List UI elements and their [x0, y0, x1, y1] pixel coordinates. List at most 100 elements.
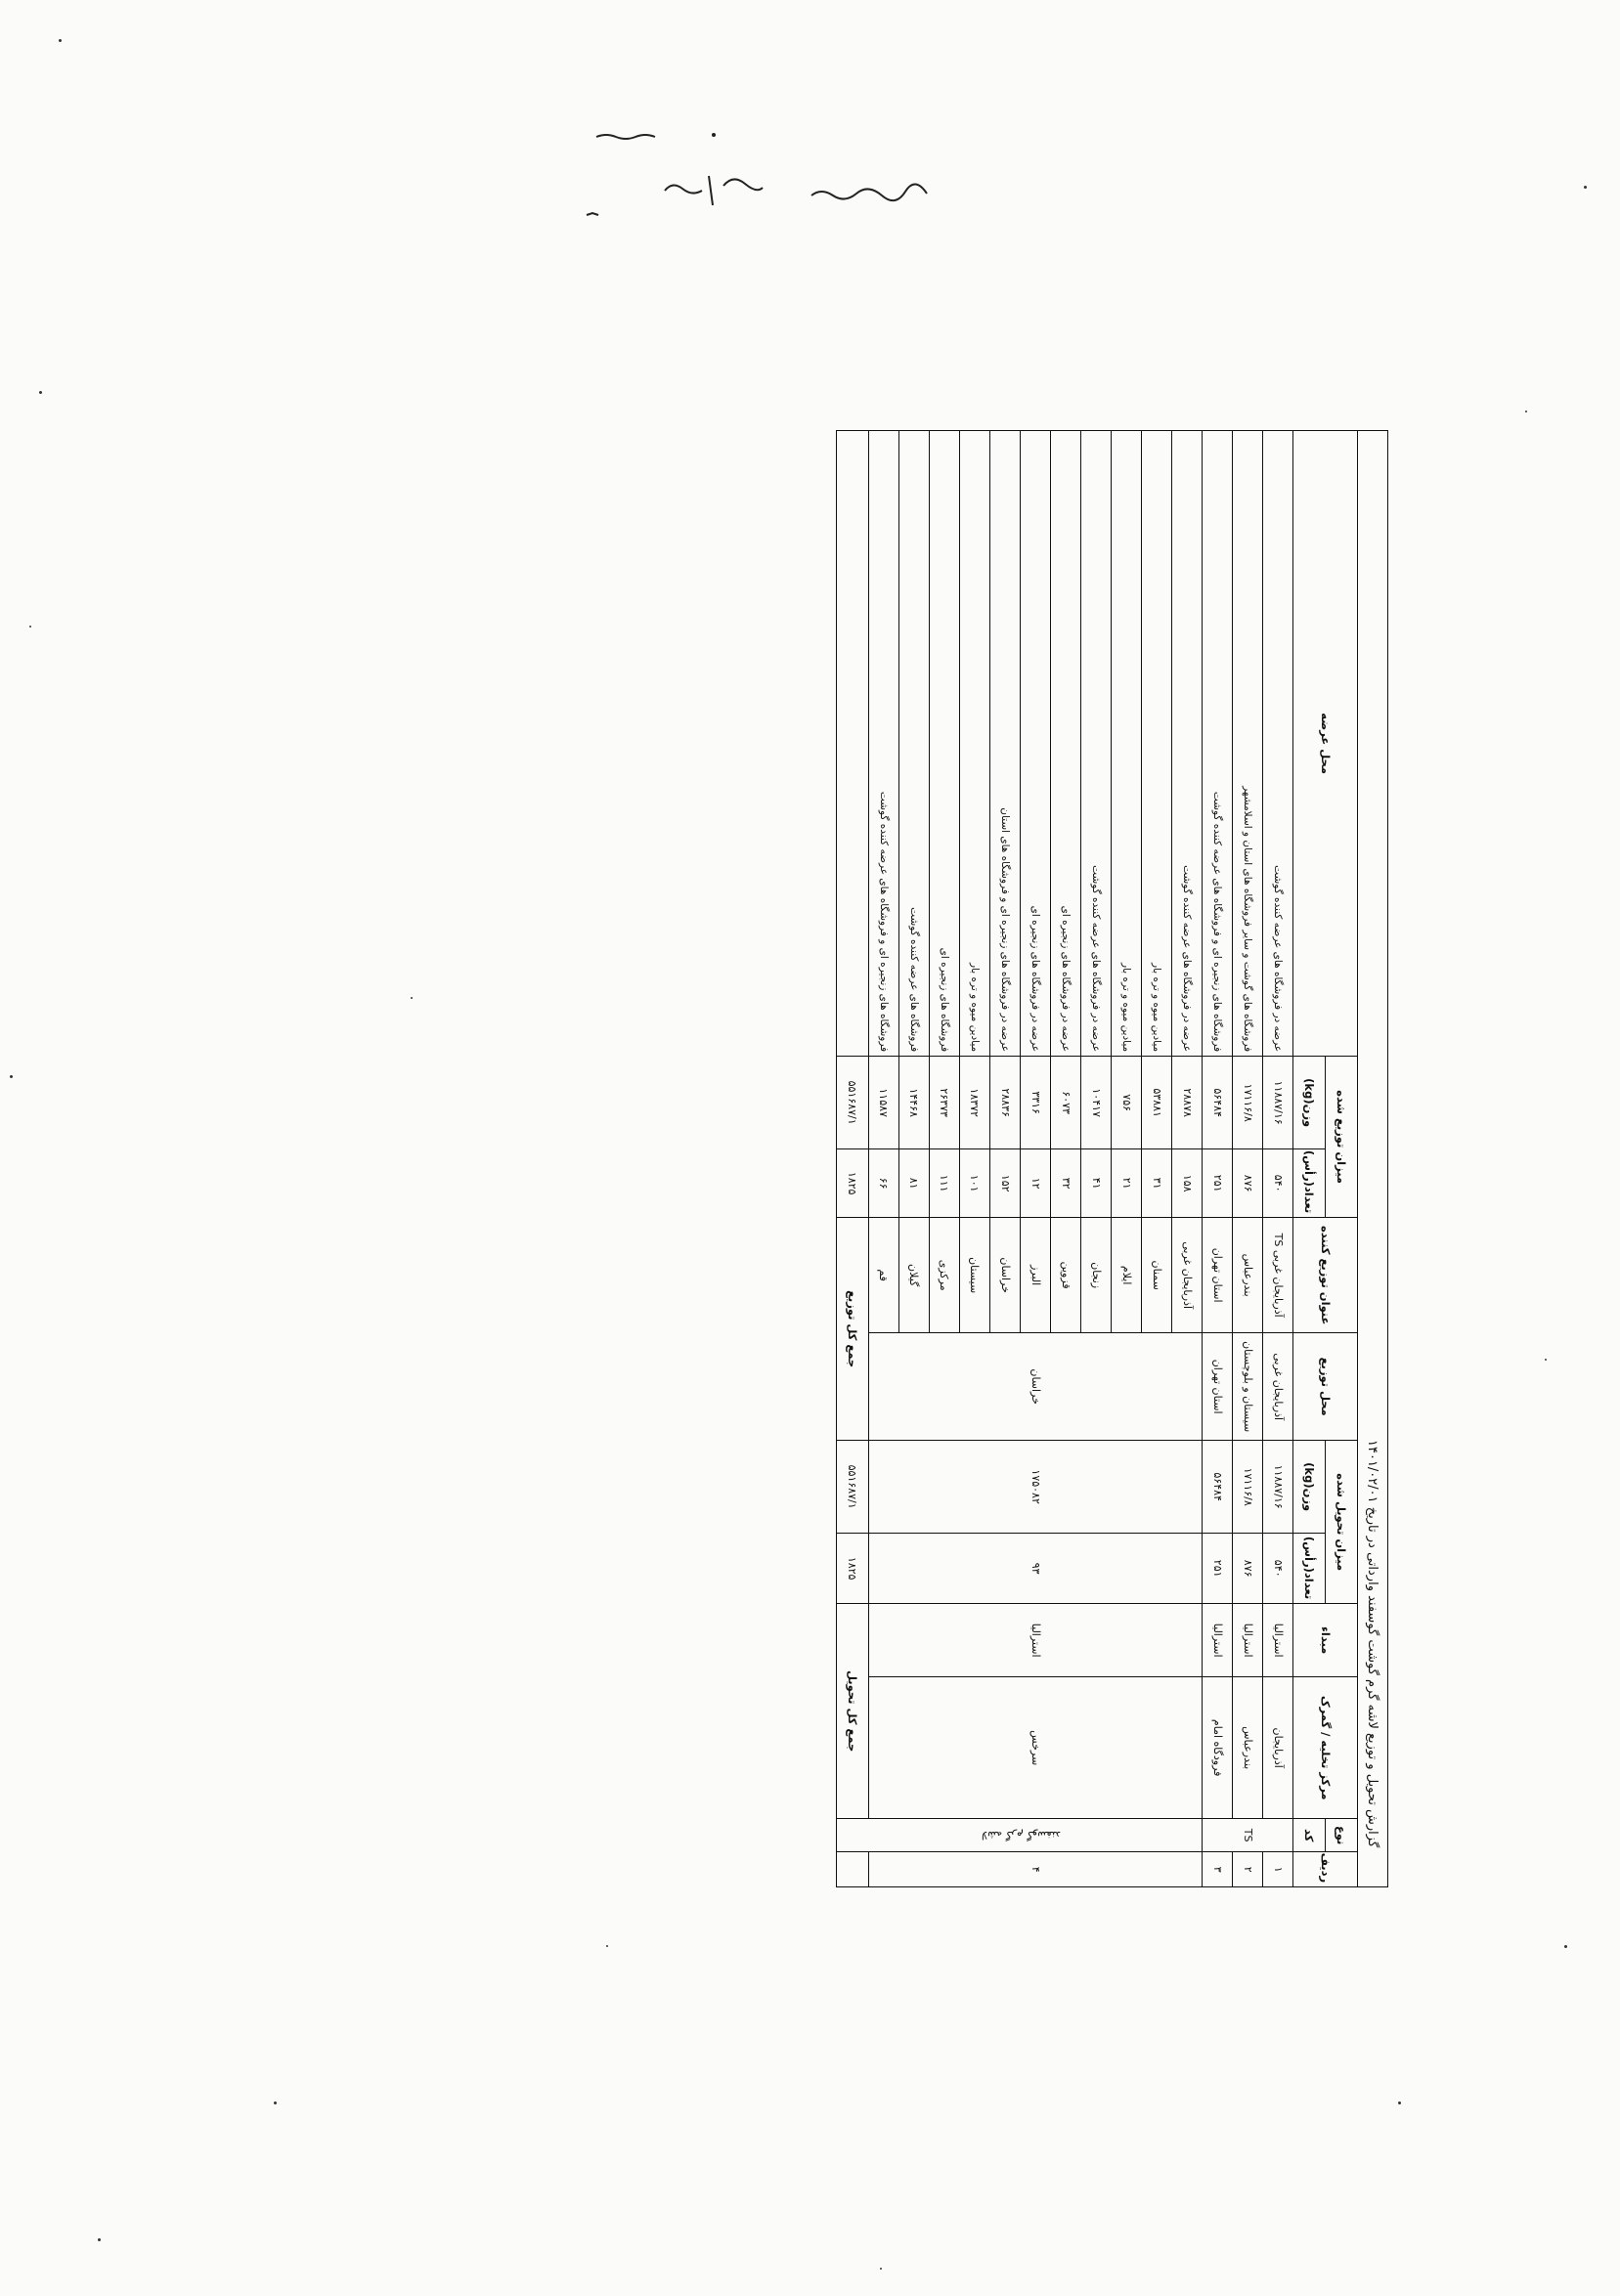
- scan-speck: [29, 626, 31, 628]
- distributed-weight: ۱۱۵۸۷: [868, 1056, 899, 1149]
- header-row-1: ردیف نوع مرکز تخلیه / گمرک مبداء میزان ت…: [1292, 430, 1358, 1887]
- distributed-weight: ۱۸۳۷۲: [959, 1056, 990, 1149]
- origin-customs: سرخس: [868, 1676, 1203, 1819]
- distributed-count: ۸۷۶: [1232, 1148, 1263, 1218]
- distributed-count: ۵۴۰: [1262, 1148, 1293, 1218]
- distributor: آذربایجان غربی TS: [1262, 1217, 1293, 1333]
- distributed-count: ۸۱: [898, 1148, 930, 1218]
- distributor: قزوین: [1050, 1217, 1081, 1333]
- destination: فروشگاه های زنجیره ای و فروشگاه های عرضه…: [868, 430, 899, 1057]
- destination: میادین میوه و تره بار: [1111, 430, 1142, 1057]
- received-weight: ۱۷۵۰۸۲: [868, 1440, 1203, 1534]
- handwritten-signature: [586, 133, 928, 216]
- distributed-count: ۲۵۱: [1202, 1148, 1233, 1218]
- scan-speck: [880, 2268, 882, 2270]
- group-label-text: لاشه گرم گوسفند: [981, 1829, 1061, 1842]
- distributed-count: ۴۱: [1080, 1148, 1112, 1218]
- destination: عرضه در فروشگاه های عرضه کننده گوشت: [1080, 430, 1112, 1057]
- row-number: ۴: [868, 1851, 1203, 1887]
- distributor: البرز: [1020, 1217, 1051, 1333]
- distribution-point: استان تهران: [1202, 1332, 1233, 1441]
- report-table-wrapper: گزارش تحویل و توزیع لاشه گرم گوشت گوسفند…: [836, 430, 1388, 1887]
- received-weight: ۱۱۸۸۷/۱۶: [1262, 1440, 1293, 1534]
- received-weight: ۵۶۴۸۴: [1202, 1440, 1233, 1534]
- destination: عرضه در فروشگاه های زنجیره ای: [1020, 430, 1051, 1057]
- scan-speck: [1545, 1359, 1547, 1361]
- received-count: ۵۴۰: [1262, 1533, 1293, 1604]
- distributor: استان تهران: [1202, 1217, 1233, 1333]
- header-distributed-qty: میزان توزیع شده: [1325, 1056, 1358, 1218]
- destination: فروشگاه های زنجیره ای و فروشگاه های عرضه…: [1202, 430, 1233, 1057]
- destination: میادین میوه و تره بار: [1141, 430, 1172, 1057]
- type-code: TS: [1202, 1818, 1293, 1852]
- distributed-weight: ۳۳۱۶: [1020, 1056, 1051, 1149]
- header-source: مبداء: [1292, 1603, 1358, 1677]
- total-distributed-label: جمع کل توزیع: [836, 1217, 869, 1441]
- source: استرالیا: [1262, 1603, 1293, 1677]
- distributor: قم: [868, 1217, 899, 1333]
- distributed-weight: ۷۵۶: [1111, 1056, 1142, 1149]
- distributor: بندرعباس: [1232, 1217, 1263, 1333]
- distributor: سیستان: [959, 1217, 990, 1333]
- received-count: ۹۳: [868, 1533, 1203, 1604]
- scan-speck: [39, 391, 42, 394]
- row-number: ۱: [1262, 1851, 1293, 1887]
- distributed-count: ۱۵۲: [989, 1148, 1021, 1218]
- distributor: گیلان: [898, 1217, 930, 1333]
- header-destination: محل عرضه: [1292, 430, 1358, 1057]
- distributed-count: ۱۵۸: [1171, 1148, 1203, 1218]
- header-distributed-weight: وزن(kg): [1292, 1056, 1326, 1149]
- scan-speck: [98, 2238, 101, 2241]
- rotated-table-frame: گزارش تحویل و توزیع لاشه گرم گوشت گوسفند…: [836, 430, 1388, 1887]
- destination: عرضه در فروشگاه های زنجیره ای: [1050, 430, 1081, 1057]
- distributed-weight: ۲۸۸۷۸: [1171, 1056, 1203, 1149]
- origin-customs: فرودگاه امام: [1202, 1676, 1233, 1819]
- header-code: کد: [1292, 1818, 1326, 1852]
- distributor: ایلام: [1111, 1217, 1142, 1333]
- distributed-weight: ۲۸۸۳۶: [989, 1056, 1021, 1149]
- header-origin-customs: مرکز تخلیه / گمرک: [1292, 1676, 1358, 1819]
- header-distributed-count: تعداد(رأس): [1292, 1148, 1326, 1218]
- scan-speck: [1525, 411, 1527, 412]
- distribution-point: خراسان: [868, 1332, 1203, 1441]
- distributed-weight: ۵۶۴۸۴: [1202, 1056, 1233, 1149]
- distribution-point: سیستان و بلوچستان: [1232, 1332, 1263, 1441]
- distributed-weight: ۱۱۸۸۷/۱۶: [1262, 1056, 1293, 1149]
- header-type: نوع: [1325, 1818, 1358, 1852]
- scan-speck: [1584, 186, 1587, 189]
- header-received-count: تعداد(رأس): [1292, 1533, 1326, 1604]
- destination: عرضه در فروشگاه های عرضه کننده گوشت: [1262, 430, 1293, 1057]
- distributed-count: ۲۱: [1111, 1148, 1142, 1218]
- distribution-point: آذربایجان غربی: [1262, 1332, 1293, 1441]
- distributor: مرکزی: [929, 1217, 960, 1333]
- distributor: سمنان: [1141, 1217, 1172, 1333]
- total-received-weight: ۵۵۱۶۸۷/۱: [836, 1440, 869, 1534]
- distributed-weight: ۵۳۸۸۱: [1141, 1056, 1172, 1149]
- distributed-count: ۳۱: [1141, 1148, 1172, 1218]
- total-received-count: ۱۸۲۵: [836, 1533, 869, 1604]
- destination: فروشگاه های عرضه کننده گوشت: [898, 430, 930, 1057]
- received-count: ۸۷۶: [1232, 1533, 1263, 1604]
- totals-row-number-blank: [836, 1851, 869, 1887]
- header-received-qty: میزان تحویل شده: [1325, 1440, 1358, 1604]
- total-received-label: جمع کل تحویل: [836, 1603, 869, 1819]
- table-row: ۱ TS آذربایجان استرالیا ۵۴۰ ۱۱۸۸۷/۱۶ آذر…: [1202, 430, 1293, 1887]
- header-received-weight: وزن(kg): [1292, 1440, 1326, 1534]
- total-distributed-weight: ۵۵۱۶۸۷/۱: [836, 1056, 869, 1149]
- scan-speck: [10, 1075, 13, 1078]
- scan-speck: [59, 39, 62, 42]
- distributed-weight: ۱۰۴۱۷: [1080, 1056, 1112, 1149]
- scan-speck: [274, 2101, 277, 2104]
- distributed-weight: ۱۷۱۱۶/۸: [1232, 1056, 1263, 1149]
- row-number: ۲: [1232, 1851, 1263, 1887]
- total-destination-blank: [836, 430, 869, 1057]
- distributed-weight: ۲۶۳۷۳: [929, 1056, 960, 1149]
- total-distributed-count: ۱۸۲۵: [836, 1148, 869, 1218]
- scan-speck: [1564, 1945, 1567, 1948]
- destination: عرضه در فروشگاه های عرضه کننده گوشت: [1171, 430, 1203, 1057]
- received-weight: ۱۷۱۱۶/۸: [1232, 1440, 1263, 1534]
- origin-customs: بندرعباس: [1232, 1676, 1263, 1819]
- distributed-weight: ۶۰۷۳: [1050, 1056, 1081, 1149]
- table-row: ۳ فرودگاه امام استرالیا ۲۵۱ ۵۶۴۸۴ استان …: [1202, 430, 1233, 1887]
